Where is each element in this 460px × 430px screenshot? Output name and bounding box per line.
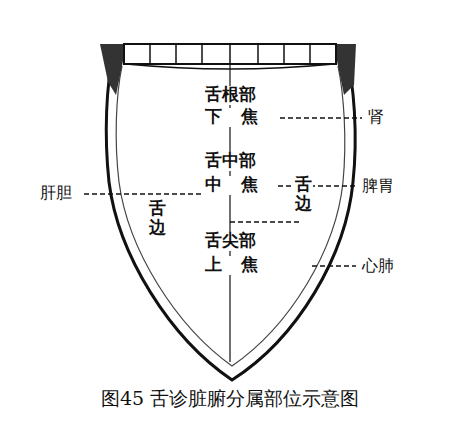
region-label: 舌中部 — [204, 152, 257, 171]
figure-caption: 图45 舌诊脏腑分属部位示意图 — [0, 386, 460, 412]
region-label: 舌尖部 — [204, 232, 257, 251]
jiao-label: 中焦 — [204, 176, 278, 195]
jiao-label: 上焦 — [204, 256, 278, 275]
organ-label: 心肺 — [362, 257, 394, 275]
organ-label: 肝胆 — [40, 184, 72, 202]
region-label: 舌根部 — [204, 86, 257, 105]
jiao-label: 下焦 — [204, 108, 278, 127]
edge-label: 舌边 — [148, 200, 167, 237]
organ-label: 脾胃 — [362, 177, 394, 195]
edge-label: 舌边 — [294, 176, 313, 213]
organ-label: 肾 — [368, 108, 384, 126]
